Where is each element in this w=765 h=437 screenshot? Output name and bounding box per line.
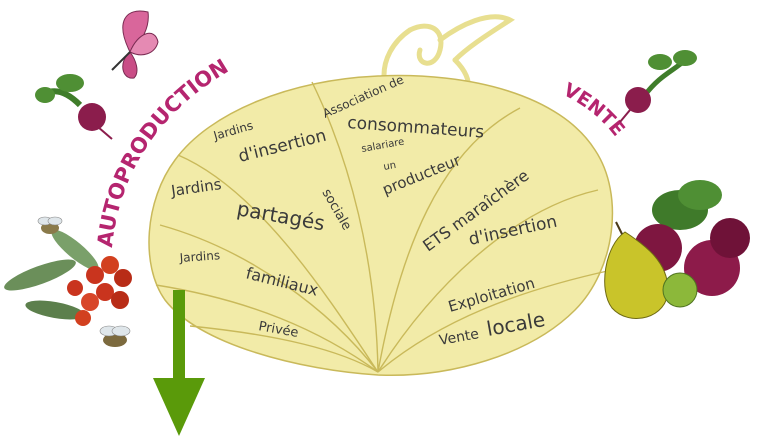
bee-icon — [99, 325, 131, 347]
bee-icon — [37, 216, 63, 234]
down-arrow-icon — [153, 290, 205, 436]
apple-icon — [662, 272, 698, 308]
label-line: Vente — [438, 326, 480, 349]
beetroot-icon — [35, 74, 113, 140]
leaf-shape — [148, 74, 614, 377]
label-line: Privée — [257, 319, 299, 341]
label-line: un — [383, 160, 397, 173]
beets-bunch-icon — [634, 180, 750, 296]
butterfly-icon — [111, 10, 159, 79]
berries-icon — [4, 229, 132, 326]
section-privee: Privée — [257, 319, 299, 341]
label-line: Jardins — [178, 248, 220, 265]
beetroot-icon — [619, 50, 697, 123]
pear-icon — [604, 221, 669, 319]
leaf-veins — [155, 81, 613, 373]
